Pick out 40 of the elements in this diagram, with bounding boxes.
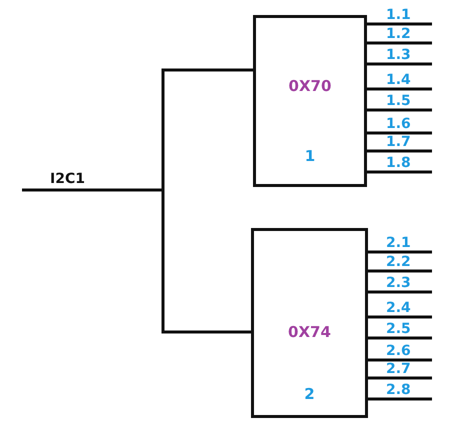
- edge-label: 1.5: [386, 94, 411, 109]
- edge-label: 1.1: [386, 8, 411, 23]
- edge-label: 2.3: [386, 276, 411, 291]
- edge-label: 1.6: [386, 117, 411, 132]
- channel-line: [367, 108, 432, 112]
- edge-label: 2.6: [386, 344, 411, 359]
- channel-line: [367, 150, 432, 152]
- edge-label: 2.1: [386, 236, 411, 251]
- channel-line: [368, 270, 432, 272]
- multiplexer-box: [251, 228, 368, 418]
- edge-label: 2.2: [386, 255, 411, 270]
- edge-label: 2.5: [386, 322, 411, 337]
- channel-line: [368, 316, 432, 318]
- channel-line: [368, 250, 432, 254]
- channel-line: [368, 358, 432, 362]
- channel-line: [368, 398, 432, 400]
- channel-number: 1: [304, 148, 316, 164]
- channel-line: [368, 376, 432, 380]
- edge-label: 1.3: [386, 48, 411, 63]
- edge-label: 1.2: [386, 27, 411, 42]
- channel-number: 2: [303, 386, 316, 402]
- address-label: 0X74: [287, 324, 332, 340]
- edge-label: 1.7: [386, 135, 411, 150]
- channel-line: [367, 22, 432, 26]
- channel-line: [368, 336, 432, 340]
- edge-label: 2.7: [386, 362, 411, 377]
- channel-line: [367, 132, 432, 134]
- edge-label: 1.8: [386, 156, 411, 171]
- edge-label: 2.4: [386, 301, 411, 316]
- bus-line: [22, 188, 251, 334]
- channel-line: [367, 88, 432, 90]
- channel-line: [367, 62, 432, 66]
- edge-label: 1.4: [386, 73, 411, 88]
- edge-label: 2.8: [386, 383, 411, 398]
- channel-line: [367, 42, 432, 44]
- bus-label: I2C1: [50, 172, 85, 187]
- address-label: 0X70: [288, 78, 332, 94]
- multiplexer-box: [253, 15, 367, 187]
- channel-line: [367, 170, 432, 174]
- channel-line: [368, 290, 432, 294]
